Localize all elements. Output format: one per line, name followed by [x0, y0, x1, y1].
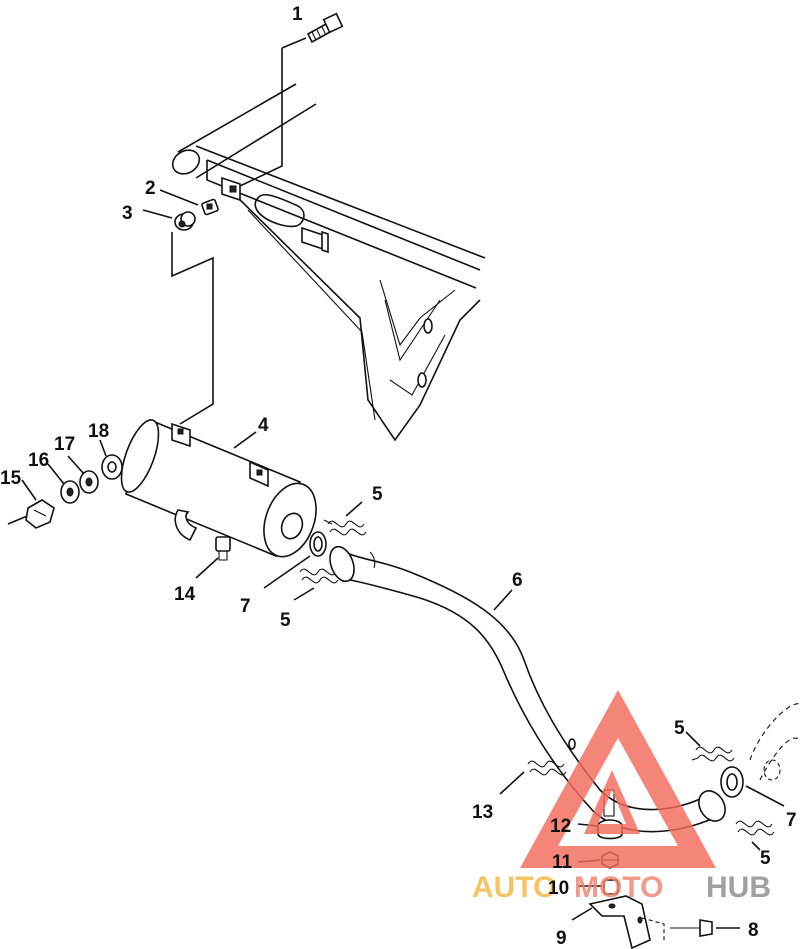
- callout-8: 8: [748, 920, 759, 941]
- grommet-part-3: [174, 211, 196, 231]
- gasket-part-7-front: [309, 531, 327, 557]
- callout-10: 10: [548, 878, 569, 899]
- bolt-part-14: [215, 536, 231, 561]
- callout-1: 1: [292, 4, 303, 25]
- watermark-word-hub: HUB: [706, 871, 771, 904]
- bracket-part-9: [588, 895, 665, 949]
- spring-part-13: [527, 760, 567, 776]
- nut-part-15: [25, 499, 55, 529]
- callout-17: 17: [54, 434, 75, 455]
- callout-3: 3: [122, 203, 133, 224]
- callout-15: 15: [0, 468, 22, 489]
- gasket-part-7-rear: [720, 766, 744, 798]
- washer-part-16: [60, 480, 80, 504]
- callout-7-rear: 7: [786, 810, 797, 831]
- callout-9: 9: [556, 928, 567, 949]
- callout-5-right-lower: 5: [760, 848, 771, 869]
- callout-16: 16: [28, 450, 49, 471]
- callout-2: 2: [145, 178, 156, 199]
- callout-7-front: 7: [240, 596, 251, 617]
- watermark-triangle-mark: [520, 690, 716, 868]
- watermark-inner-triangle: [584, 770, 640, 834]
- callout-13: 13: [472, 802, 493, 823]
- spring-part-5-lower: [299, 568, 339, 584]
- washer-part-17: [79, 470, 99, 494]
- leader-1: [239, 48, 283, 187]
- spring-part-5-right-lower: [735, 820, 775, 836]
- watermark-word-auto: AUTO: [472, 871, 556, 904]
- callout-5-upper: 5: [372, 484, 383, 505]
- callout-4: 4: [258, 415, 269, 436]
- engine-outlet-dashed: [749, 703, 800, 781]
- muffler-part-4: [120, 418, 317, 558]
- callout-5-right-upper: 5: [674, 718, 685, 739]
- callout-labels: 1 2 3 4 5 5 5 5 6 7 7 8 9 10 11 12 13 14…: [0, 4, 797, 949]
- spring-part-5-right-upper: [691, 746, 735, 762]
- bolt-part-1: [306, 12, 344, 44]
- bushing-part-10: [603, 879, 619, 895]
- watermark-word-moto: MOTO: [574, 871, 663, 904]
- exhaust-pipe-part-6: [329, 545, 726, 833]
- callout-14: 14: [174, 584, 196, 605]
- callout-5-lower: 5: [280, 610, 291, 631]
- bolt-part-8: [670, 919, 713, 937]
- callout-11: 11: [552, 852, 573, 873]
- callout-12: 12: [550, 816, 571, 837]
- callout-18: 18: [88, 421, 109, 442]
- washer-part-18: [101, 454, 123, 480]
- automotohub-watermark: AUTO MOTO HUB: [472, 690, 771, 904]
- vehicle-frame: [171, 83, 486, 442]
- callout-6: 6: [512, 570, 523, 591]
- spacer-part-2: [201, 198, 219, 216]
- spring-part-5-upper: [323, 519, 367, 536]
